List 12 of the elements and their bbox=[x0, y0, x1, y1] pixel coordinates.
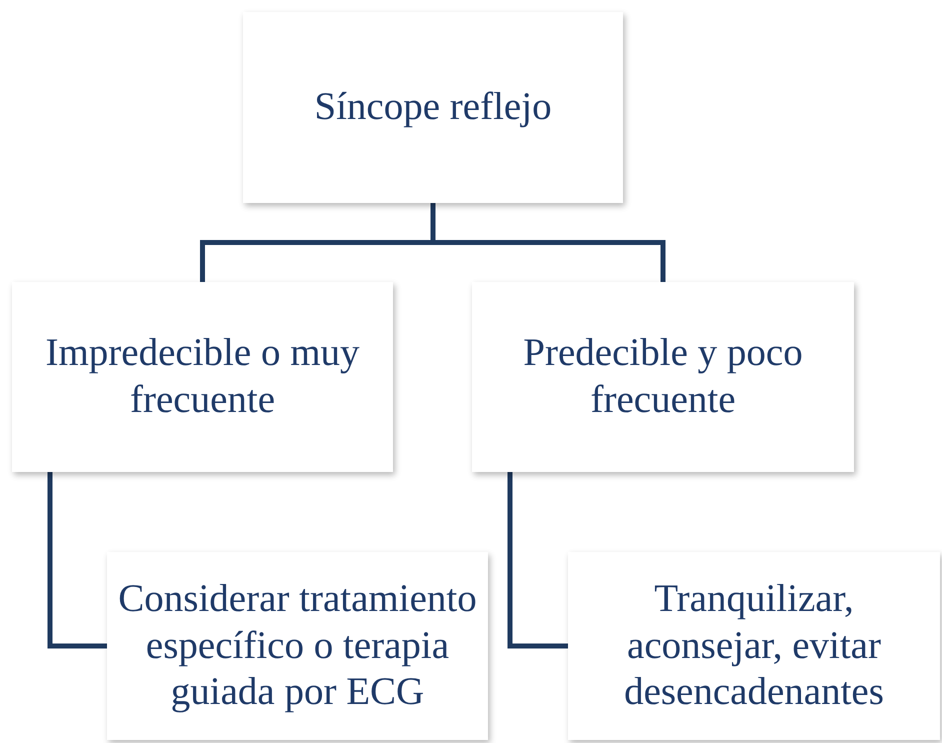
connector-line bbox=[48, 472, 107, 648]
box-label: Predecible y poco frecuente bbox=[522, 330, 804, 423]
text-box bbox=[472, 282, 854, 472]
connector-line bbox=[508, 472, 568, 648]
box-label: Impredecible o muy frecuente bbox=[44, 330, 361, 423]
text-box bbox=[243, 12, 623, 203]
text-box bbox=[12, 282, 393, 472]
text-box bbox=[568, 552, 940, 740]
box-label: Tranquilizar, aconsejar, evitar desencadenantes bbox=[623, 576, 885, 716]
text-box bbox=[107, 552, 488, 740]
box-label: Considerar tratamiento específico o terapia guiada por ECG bbox=[117, 576, 478, 716]
box-label: Síncope reflejo bbox=[314, 84, 552, 130]
